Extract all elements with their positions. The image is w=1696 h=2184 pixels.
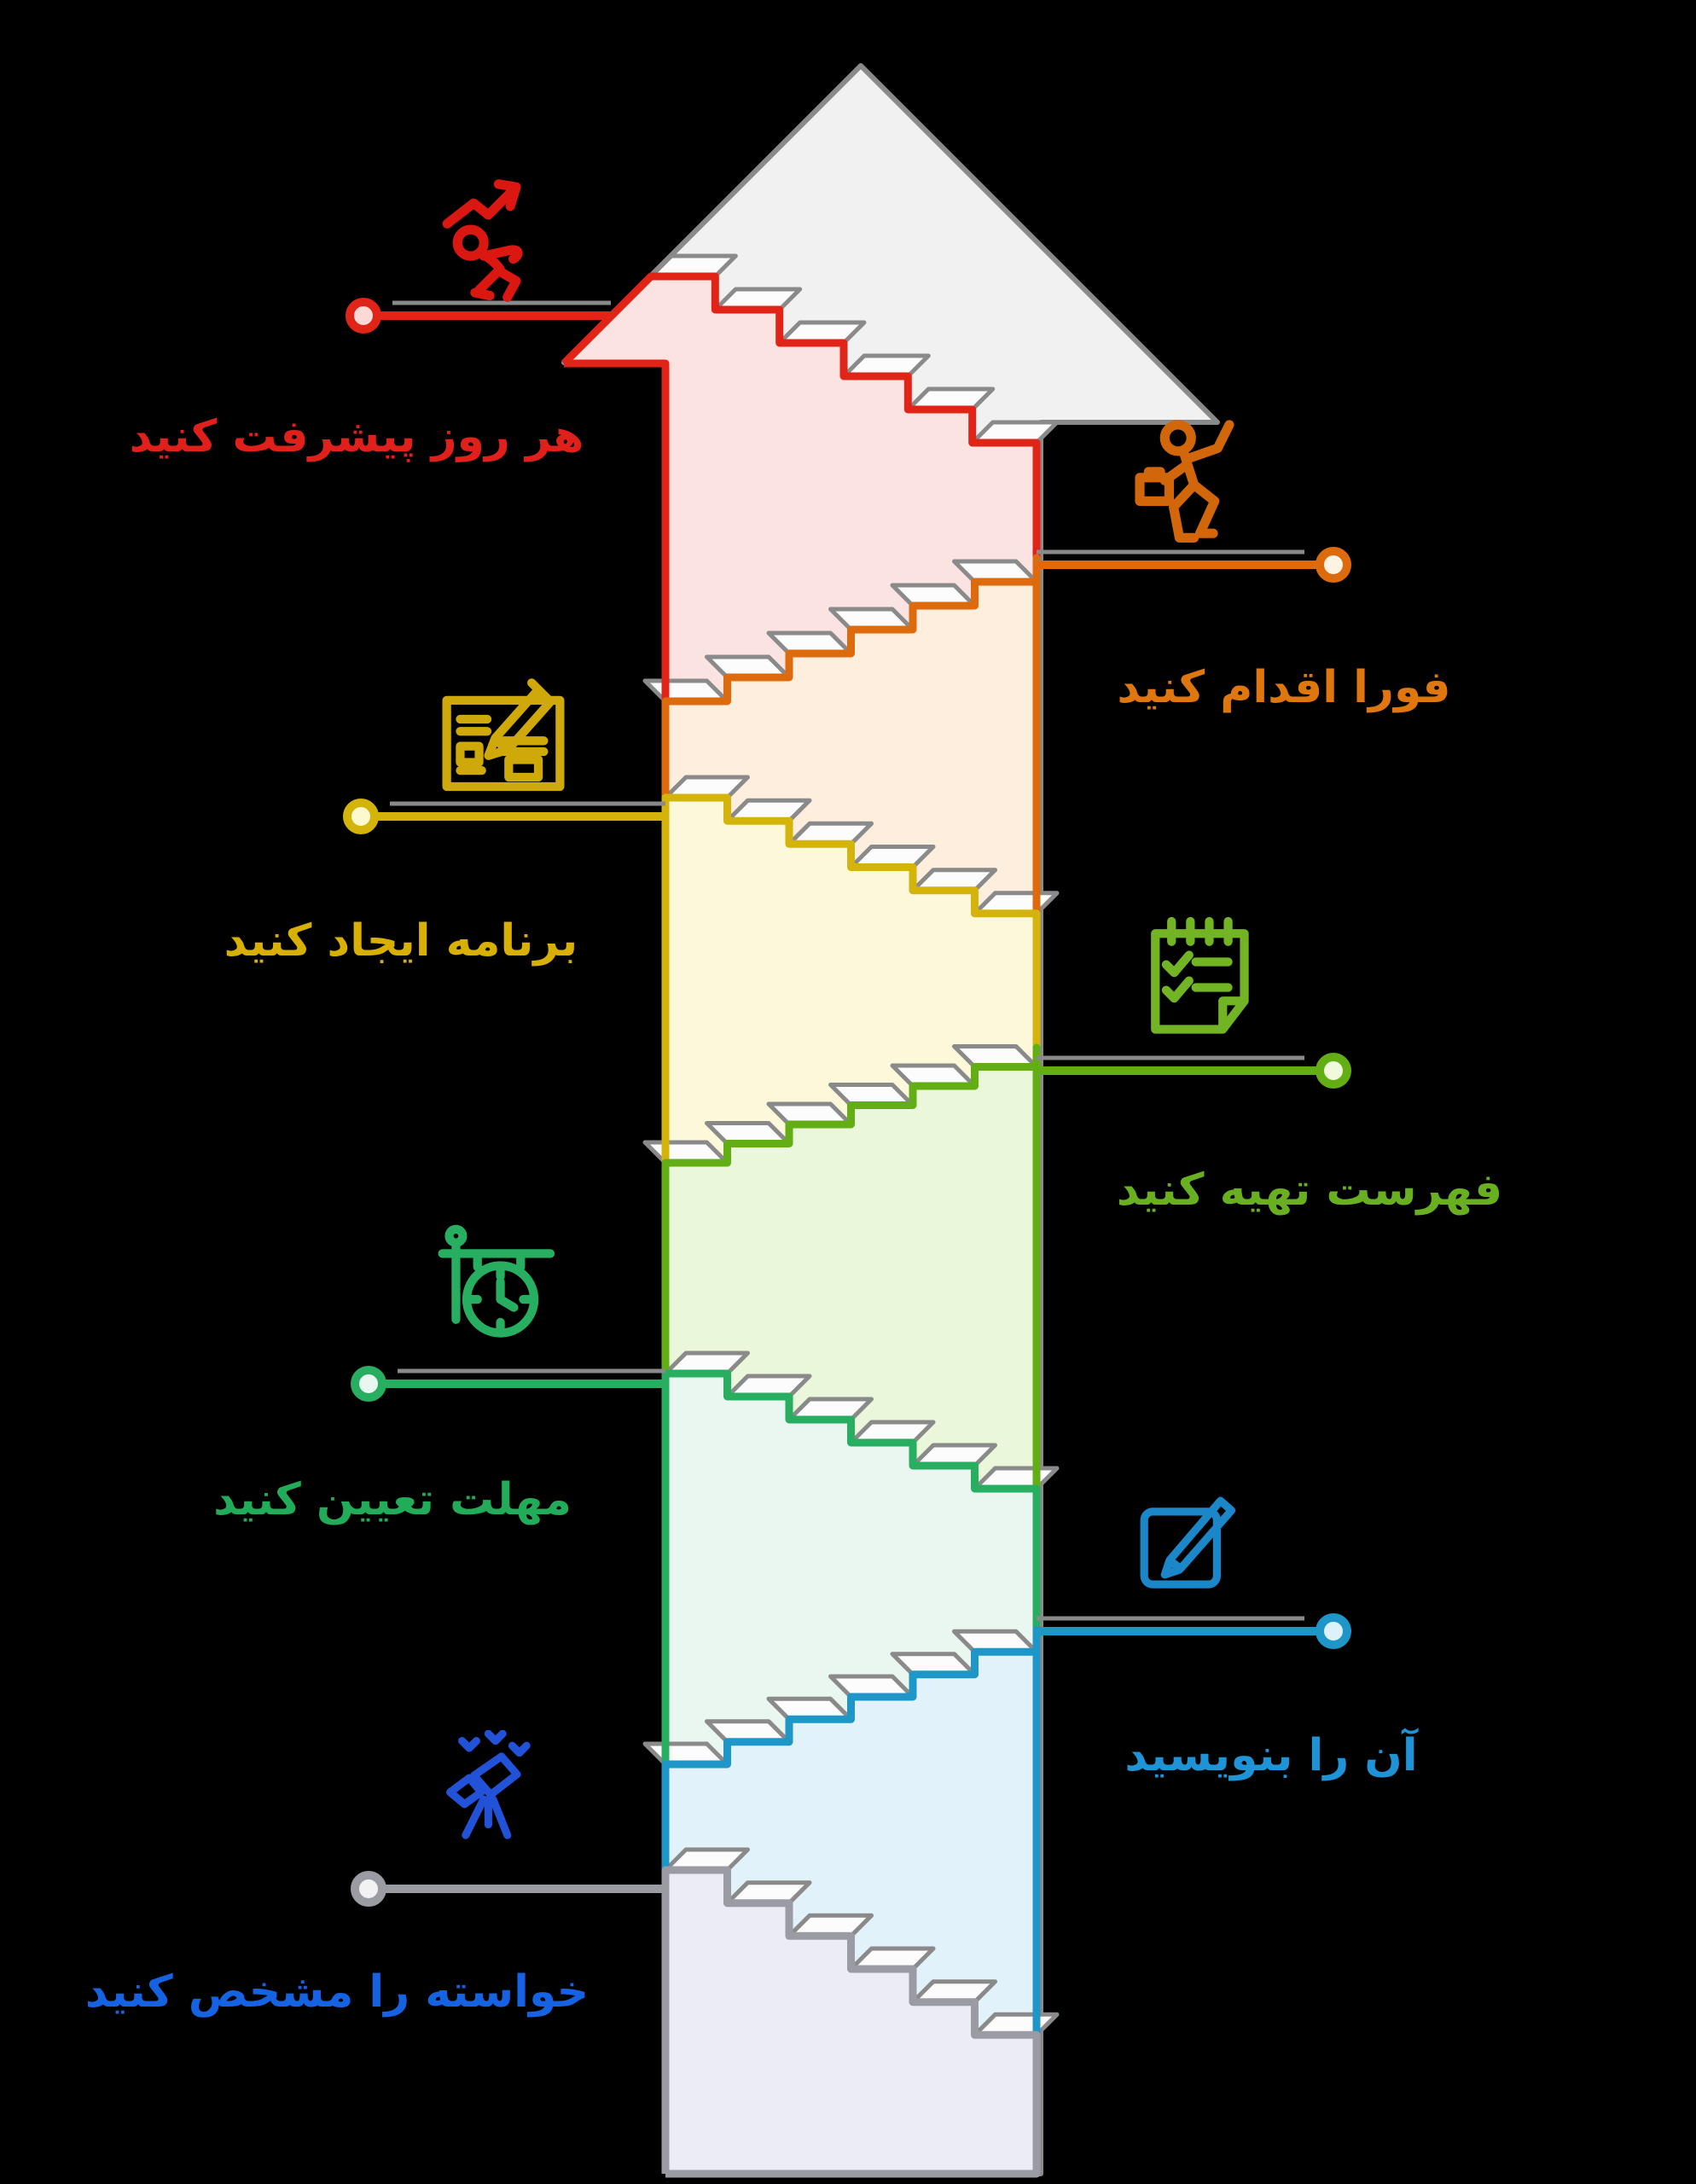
- note-pencil-icon: [1132, 1480, 1253, 1601]
- connector-dot-act-immediately: [1316, 547, 1351, 583]
- connector-dot-define-desire: [351, 1871, 386, 1907]
- section-heading-write-it-down: آن را بنویسید: [1124, 1730, 1418, 1781]
- section-heading-act-immediately: فورا اقدام کنید: [1117, 662, 1451, 713]
- section-outline-set-deadline: [661, 1369, 1041, 1764]
- telescope-icon: [433, 1730, 553, 1850]
- checklist-notepad-icon: [1134, 912, 1269, 1047]
- section-heading-progress-daily: هر روز پیشرفت کنید: [129, 411, 584, 462]
- section-outline-create-plan: [661, 793, 1041, 1163]
- action-runner-briefcase-icon: [1130, 409, 1276, 555]
- section-heading-create-plan: برنامه ایجاد کنید: [224, 915, 578, 967]
- connector-dot-make-list: [1316, 1053, 1351, 1089]
- connector-dot-progress-daily: [346, 298, 381, 334]
- section-outline-wing-progress-daily: [564, 359, 670, 701]
- hanging-clock-icon: [432, 1223, 566, 1357]
- section-heading-set-deadline: مهلت تعیین کنید: [213, 1474, 572, 1525]
- section-outline-define-desire: [661, 1866, 1041, 2178]
- section-outline-act-immediately: [661, 554, 1041, 937]
- growth-trend-runner-icon: [433, 162, 579, 309]
- connector-dot-write-it-down: [1316, 1613, 1351, 1649]
- section-heading-define-desire: خواسته را مشخص کنید: [84, 1966, 590, 2018]
- plan-board-pencil-icon: [436, 668, 571, 803]
- connector-dot-create-plan: [343, 799, 379, 834]
- section-outline-make-list: [661, 1043, 1041, 1512]
- section-outline-progress-daily: [560, 272, 1041, 558]
- section-fill-define-desire: [665, 1870, 1037, 2174]
- section-outline-write-it-down: [661, 1625, 1041, 2068]
- section-heading-make-list: فهرست تهیه کنید: [1116, 1165, 1503, 1216]
- connector-dot-set-deadline: [351, 1366, 386, 1402]
